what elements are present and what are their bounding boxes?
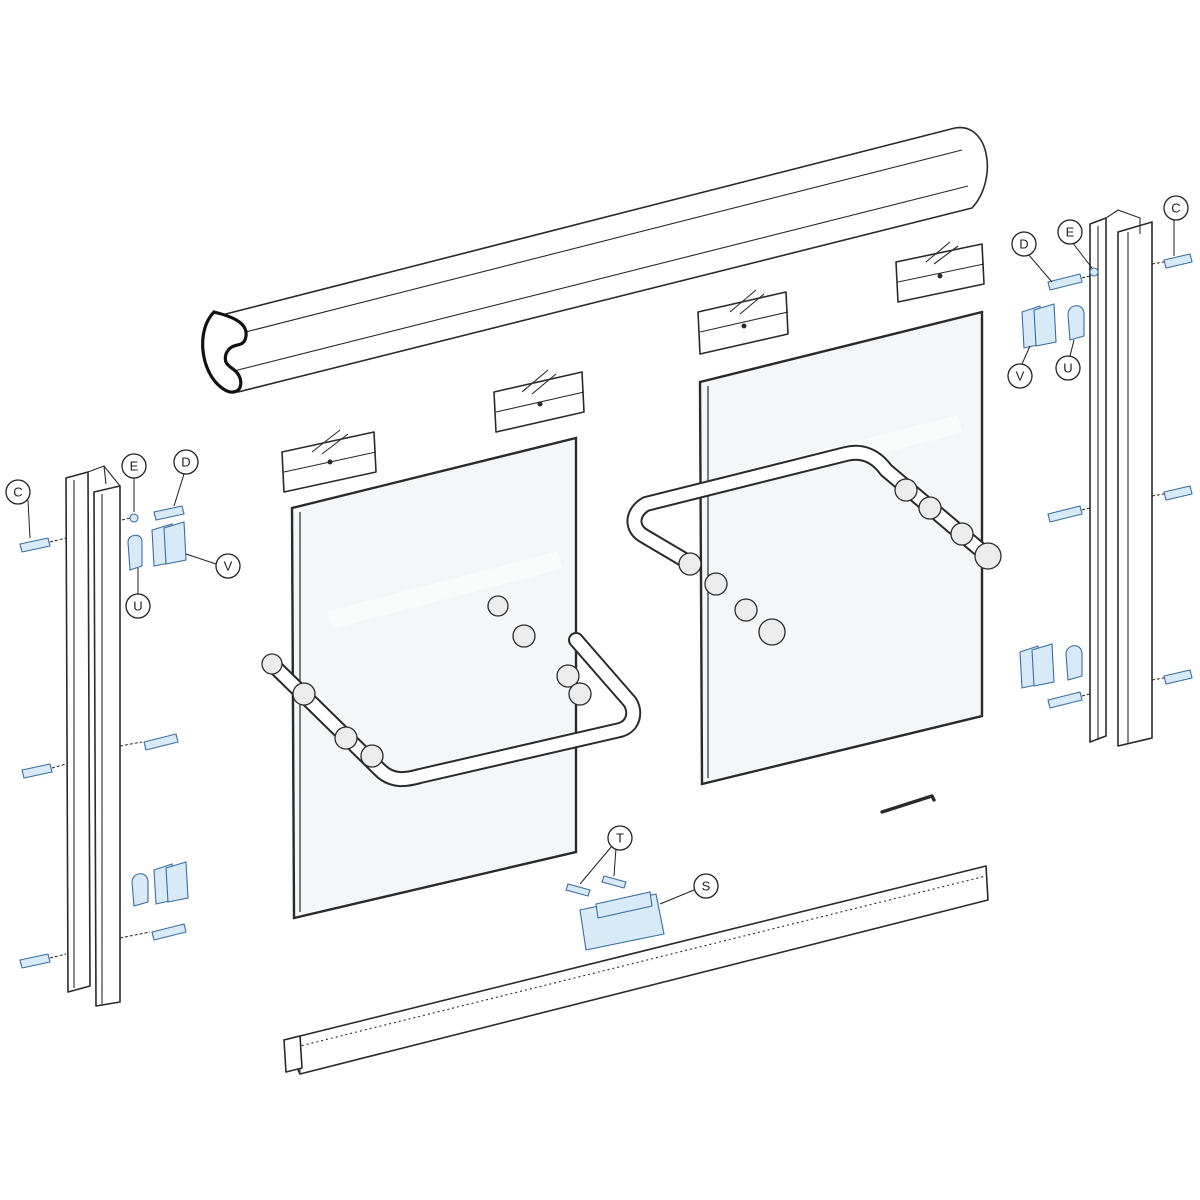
svg-text:E: E [1066, 225, 1075, 240]
left-jamb-fasteners [19, 505, 187, 969]
right-bar-knob-7 [950, 522, 974, 546]
left-bar-knob-2 [292, 682, 316, 706]
right-bar-knob-6 [918, 496, 942, 520]
left-bar-knob-7 [556, 664, 580, 688]
left-door-guides [127, 521, 189, 907]
right-screw-D-1 [1047, 273, 1083, 291]
left-screw-D-2 [143, 733, 179, 751]
svg-text:E: E [130, 459, 139, 474]
callout-left-E: E [121, 453, 147, 512]
left-bar-knob-1 [261, 653, 283, 675]
callout-left-C: C [5, 479, 31, 539]
callout-right-D: D [1011, 231, 1053, 283]
svg-text:D: D [1019, 237, 1028, 252]
top-header-rail [201, 126, 989, 394]
right-jamb-fasteners [1047, 253, 1193, 709]
right-washer-E [1089, 267, 1099, 277]
callout-left-D: D [173, 449, 199, 507]
center-screw-T-2 [601, 875, 627, 889]
svg-text:V: V [1016, 369, 1025, 384]
right-bar-knob-5 [894, 478, 918, 502]
callout-right-C: C [1163, 195, 1189, 256]
right-anchor-C-3 [1163, 669, 1193, 685]
right-wall-jamb [1089, 209, 1153, 747]
left-bar-knob-5 [487, 595, 509, 617]
left-glass-door [290, 436, 578, 920]
right-bar-knob-3 [734, 598, 758, 622]
left-washer-E [129, 513, 139, 523]
right-guide-U-1 [1067, 305, 1085, 341]
right-glass-door [698, 310, 984, 786]
svg-text:T: T [616, 831, 624, 846]
callout-center-T: T [579, 825, 633, 885]
callout-right-E: E [1057, 219, 1093, 269]
left-guide-U-1 [127, 534, 143, 571]
callout-center-S: S [659, 873, 719, 905]
left-bar-knob-8 [568, 682, 592, 706]
svg-text:S: S [702, 879, 711, 894]
right-bar-knob-8 [974, 542, 1002, 570]
svg-text:U: U [133, 599, 142, 614]
left-screw-D-1 [153, 505, 185, 521]
roller-bracket-4 [895, 241, 985, 303]
callout-right-V: V [1007, 345, 1033, 389]
svg-text:U: U [1063, 361, 1072, 376]
right-screw-D-3 [1047, 691, 1083, 709]
left-bar-knob-3 [334, 726, 358, 750]
right-anchor-C-2 [1163, 485, 1193, 501]
roller-bracket-1 [281, 429, 377, 493]
left-door-towel-bar [261, 595, 642, 788]
svg-text:V: V [224, 559, 233, 574]
left-screw-D-3 [151, 923, 187, 941]
left-anchor-C-1 [19, 537, 51, 553]
right-guide-U-2 [1065, 645, 1083, 681]
allen-wrench [880, 794, 936, 814]
svg-text:D: D [181, 455, 190, 470]
right-anchor-C-1 [1163, 253, 1193, 269]
callout-right-U: U [1055, 339, 1081, 381]
right-bar-knob-2 [704, 572, 728, 596]
left-anchor-C-2 [21, 763, 53, 779]
svg-text:C: C [1171, 201, 1180, 216]
roller-bracket-3 [697, 289, 789, 355]
right-door-towel-bar [626, 444, 1002, 646]
center-screw-T-1 [565, 883, 591, 897]
left-bar-knob-4 [360, 744, 384, 768]
right-bar-knob-1 [678, 552, 702, 576]
center-bottom-guide [565, 875, 665, 951]
left-anchor-C-3 [19, 953, 51, 969]
bottom-track [283, 865, 989, 1075]
svg-text:C: C [13, 485, 22, 500]
right-screw-D-2 [1047, 505, 1083, 523]
right-bar-knob-4 [758, 618, 786, 646]
callout-left-V: V [185, 553, 241, 579]
left-bar-knob-6 [512, 624, 536, 648]
left-wall-jamb [65, 465, 121, 1007]
callout-left-U: U [125, 568, 151, 619]
roller-bracket-2 [493, 369, 585, 433]
right-door-guides [1019, 303, 1085, 689]
left-guide-U-2 [131, 873, 149, 907]
